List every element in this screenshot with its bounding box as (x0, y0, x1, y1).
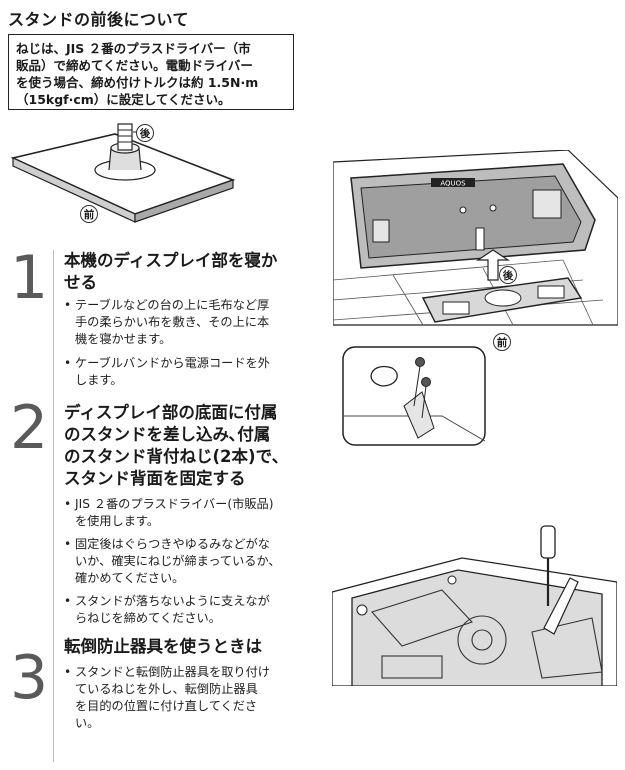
step-title-line: 転倒防止器具を使うときは (64, 637, 262, 656)
bullet-line: テーブルなどの台の上に毛布など厚 (75, 298, 270, 312)
front-label: 前 (493, 333, 511, 351)
step-number: 3 (10, 643, 49, 713)
back-label: 後 (499, 266, 517, 284)
bullet-item: • 固定後はぐらつきやゆるみなどがな いか、確実にねじが締まっているか、 確かめ… (64, 537, 281, 585)
note-line: 販品）で締めてください。電動ドライバー (16, 58, 253, 73)
bullet-line: いか、確実にねじが締まっているか、 (75, 554, 281, 568)
step-title-line: 本機のディスプレイ部を寝か (64, 251, 278, 270)
step-title-line: のスタンドを差し込み､付属 (64, 425, 271, 444)
back-label: 後 (136, 124, 154, 142)
bullet-line: らねじを締めてください。 (75, 611, 221, 625)
bullet-item: • スタンドが落ちないように支えなが らねじを締めてください。 (64, 594, 270, 625)
tv-logo-text: AQUOS (440, 180, 466, 188)
bullet-line: ケーブルバンドから電源コードを外 (75, 356, 270, 370)
bullet-line: 確かめてください。 (75, 571, 185, 585)
bullet-line: い。 (75, 716, 100, 730)
bullet-line: します。 (75, 373, 123, 387)
bullet-item: • JIS ２番のプラスドライバー(市販品) を使用します。 (64, 497, 274, 528)
step-title-line: せる (64, 273, 97, 292)
bullet-line: 固定後はぐらつきやゆるみなどがな (75, 537, 270, 551)
step-title: 転倒防止器具を使うときは (64, 636, 262, 658)
screwdriver-fastening-illustration (332, 525, 617, 686)
note-line: （15kgf·cm）に設定してください。 (16, 92, 231, 107)
bullet-item: • テーブルなどの台の上に毛布など厚 手の柔らかい布を敷き、その上に本 機を寝か… (64, 298, 270, 346)
note-line: ねじは、JIS ２番のプラスドライバー（市 (16, 41, 251, 56)
step-title: ディスプレイ部の底面に付属 のスタンドを差し込み､付属 のスタンド背付ねじ(2本… (64, 402, 280, 490)
front-label: 前 (80, 205, 98, 223)
step-number: 2 (10, 393, 49, 463)
bullet-line: 機を寝かせます。 (75, 332, 172, 346)
bullet-line: 手の柔らかい布を敷き、その上に本 (75, 315, 270, 329)
torque-note-box: ねじは、JIS ２番のプラスドライバー（市 販品）で締めてください。電動ドライバ… (8, 34, 294, 110)
bullet-item: • スタンドと転倒防止器具を取り付け ているねじを外し、転倒防止器具 を目的の位… (64, 665, 270, 730)
bullet-line: を目的の位置に付け直してくださ (75, 699, 258, 713)
stand-illustration (10, 123, 236, 223)
step-number: 1 (10, 243, 49, 313)
step-title-line: スタンド背面を固定する (64, 469, 246, 488)
note-line: を使う場合、締め付けトルクは約 1.5N·m (16, 75, 259, 90)
step-title-line: のスタンド背付ねじ(2本)で､ (64, 447, 281, 466)
step-title: 本機のディスプレイ部を寝か せる (64, 250, 277, 294)
step-title-line: ディスプレイ部の底面に付属 (64, 403, 278, 422)
tv-stand-mount-illustration: AQUOS (333, 150, 618, 326)
bullet-line: スタンドが落ちないように支えなが (75, 594, 270, 608)
bullet-line: を使用します。 (75, 514, 160, 528)
bullet-item: • ケーブルバンドから電源コードを外 します。 (64, 356, 270, 387)
section-title: スタンドの前後について (8, 10, 190, 29)
bullet-line: ているねじを外し、転倒防止器具 (75, 682, 258, 696)
bullet-line: JIS ２番のプラスドライバー(市販品) (75, 497, 274, 511)
step-divider-line (53, 250, 54, 762)
screw-detail-inset (342, 346, 486, 446)
bullet-line: スタンドと転倒防止器具を取り付け (75, 665, 270, 679)
